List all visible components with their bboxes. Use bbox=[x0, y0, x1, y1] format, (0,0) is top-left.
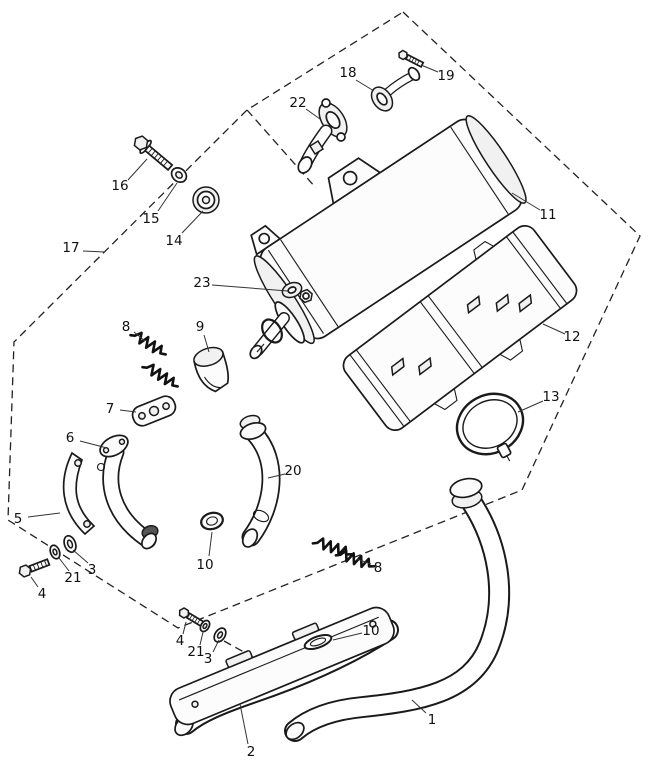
part-label-21-23: 21 bbox=[187, 644, 204, 660]
leader-line-part-4 bbox=[182, 621, 187, 635]
part-label-4-22: 4 bbox=[176, 633, 185, 649]
boundary-outline bbox=[7, 11, 641, 663]
part-label-20-15: 20 bbox=[284, 463, 301, 479]
leader-line-part-17 bbox=[82, 250, 106, 253]
leader-line-part-19 bbox=[420, 64, 439, 73]
exhaust-springs-upper bbox=[128, 327, 182, 392]
muffler-shape bbox=[250, 114, 527, 345]
leader-line-part-4 bbox=[30, 576, 39, 588]
rubber-mount-shape bbox=[192, 186, 220, 214]
part-label-16-0: 16 bbox=[111, 178, 128, 194]
flange-screw-shape bbox=[398, 49, 425, 69]
boundary-fastener-segment bbox=[223, 640, 263, 663]
leader-line-part-3 bbox=[72, 549, 89, 564]
part-label-14-2: 14 bbox=[165, 233, 182, 249]
leader-line-part-5 bbox=[27, 512, 61, 518]
mount-washer-shape bbox=[170, 166, 188, 184]
part-label-22-6: 22 bbox=[289, 95, 306, 111]
leader-line-part-10 bbox=[208, 531, 213, 557]
leader-line-part-12 bbox=[542, 323, 566, 335]
part-label-9-10: 9 bbox=[196, 319, 205, 335]
exhaust-springs-lower bbox=[310, 534, 378, 573]
gasket-ring-lower-shape bbox=[303, 633, 333, 651]
leader-line-part-9 bbox=[203, 334, 210, 353]
leader-line-part-13 bbox=[517, 400, 544, 413]
left-spring-washer-shape bbox=[49, 544, 61, 560]
lower-heat-shield-shape bbox=[169, 606, 395, 726]
part-label-7-13: 7 bbox=[106, 401, 115, 417]
leader-line-part-3 bbox=[212, 639, 220, 653]
part-label-15-1: 15 bbox=[142, 211, 159, 227]
gasket-ring-upper-shape bbox=[200, 511, 224, 531]
part-label-11-7: 11 bbox=[539, 207, 556, 223]
part-label-13-12: 13 bbox=[542, 389, 559, 405]
leader-line-part-7 bbox=[119, 409, 137, 413]
part-label-8-9: 8 bbox=[122, 319, 131, 335]
part-label-10-17: 10 bbox=[196, 557, 213, 573]
leader-line-part-15 bbox=[157, 182, 178, 212]
stay-bracket-shape bbox=[62, 451, 96, 536]
part-label-6-14: 6 bbox=[66, 430, 75, 446]
lower-bolt-shape bbox=[178, 607, 205, 628]
part-label-19-5: 19 bbox=[437, 68, 454, 84]
part-label-21-19: 21 bbox=[64, 570, 81, 586]
rear-header-pipe-shape bbox=[284, 477, 511, 742]
part-label-8-21: 8 bbox=[374, 560, 383, 576]
leader-line-part-21 bbox=[58, 557, 70, 572]
part-label-18-4: 18 bbox=[339, 65, 356, 81]
leader-line-part-10 bbox=[332, 632, 363, 641]
boundary-inner-segment bbox=[246, 109, 317, 189]
part-label-12-11: 12 bbox=[563, 329, 580, 345]
left-flat-washer-shape bbox=[63, 534, 77, 554]
collector-funnel-shape bbox=[193, 346, 230, 393]
pipe-flange-shape bbox=[131, 395, 177, 427]
port-flange-shape bbox=[297, 98, 348, 174]
mount-bolt-shape bbox=[133, 135, 174, 172]
leader-line-part-11 bbox=[511, 192, 541, 211]
leader-line-part-20 bbox=[267, 473, 286, 479]
part-label-1-26: 1 bbox=[428, 712, 437, 728]
leader-line-part-23 bbox=[211, 284, 289, 292]
leader-line-part-22 bbox=[305, 108, 321, 120]
part-label-5-16: 5 bbox=[14, 511, 23, 527]
part-label-17-3: 17 bbox=[62, 240, 79, 256]
part-label-10-25: 10 bbox=[362, 623, 379, 639]
heat-shield-shape bbox=[342, 225, 578, 431]
leader-line-part-8 bbox=[133, 331, 146, 342]
part-label-3-24: 3 bbox=[204, 651, 213, 667]
leader-line-part-18 bbox=[355, 79, 375, 92]
part-label-4-20: 4 bbox=[38, 586, 47, 602]
leader-line-part-8 bbox=[356, 558, 372, 565]
joint-pipe-shape bbox=[370, 66, 421, 112]
leader-line-part-14 bbox=[181, 210, 204, 234]
clamp-ring-shape bbox=[455, 392, 525, 462]
lower-flat-washer-shape bbox=[213, 627, 227, 643]
leader-line-part-1 bbox=[411, 699, 427, 714]
leader-line-part-2 bbox=[239, 703, 249, 745]
lower-spring-washer-shape bbox=[199, 619, 211, 633]
muffler-inlet-joint-shape bbox=[249, 312, 290, 360]
left-bolt-shape bbox=[18, 558, 51, 578]
boundary-polygon bbox=[7, 11, 641, 629]
leader-line-part-21 bbox=[199, 631, 204, 646]
leader-line-part-6 bbox=[79, 440, 108, 449]
part-label-3-18: 3 bbox=[88, 562, 97, 578]
leader-line-part-16 bbox=[127, 158, 148, 181]
left-elbow-pipe-shape bbox=[96, 434, 159, 550]
part-label-2-27: 2 bbox=[247, 744, 256, 760]
middle-elbow-pipe-shape bbox=[239, 414, 281, 548]
part-label-23-8: 23 bbox=[193, 275, 210, 291]
mount-nut-shape bbox=[281, 281, 313, 304]
